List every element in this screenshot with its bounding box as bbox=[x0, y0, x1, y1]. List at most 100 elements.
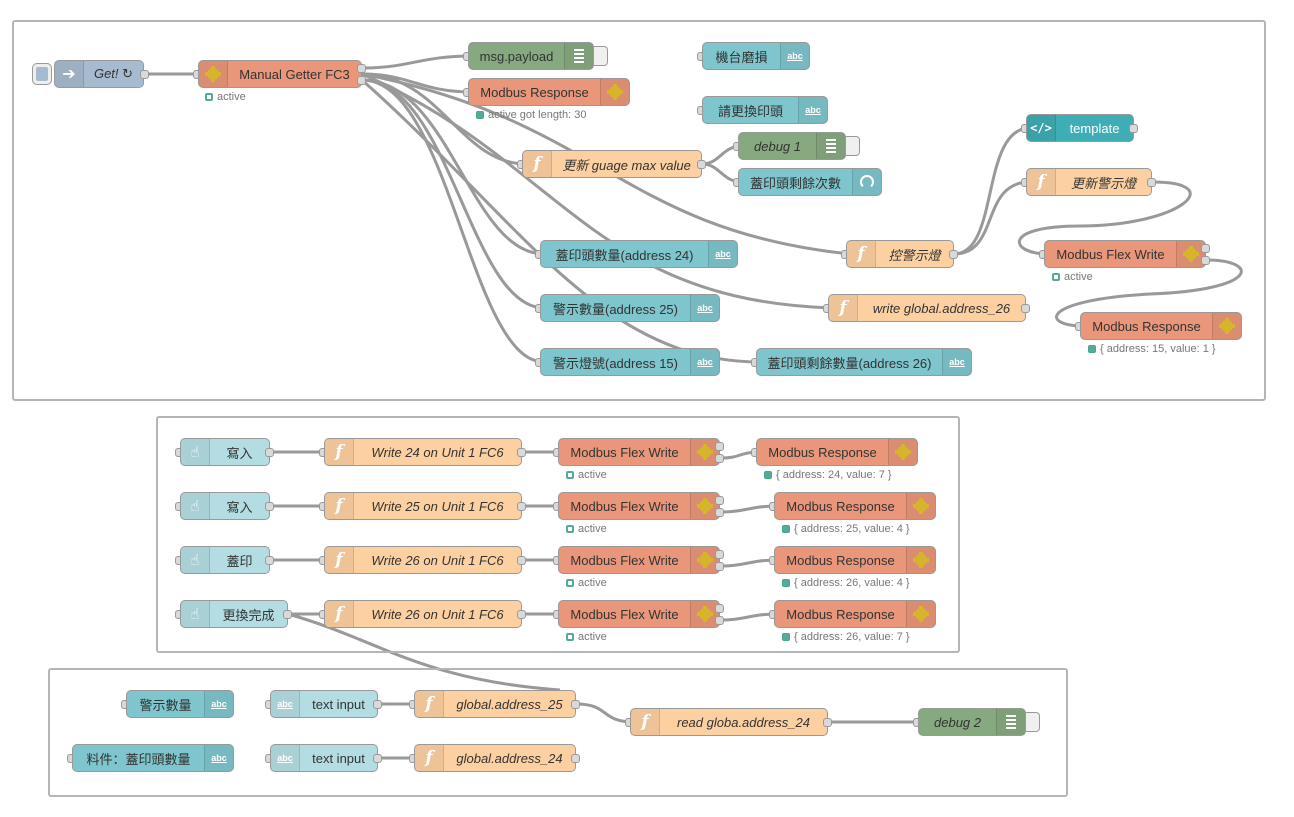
group-bottom[interactable] bbox=[48, 668, 1068, 797]
output-port[interactable] bbox=[715, 562, 724, 571]
node-label: Modbus Flex Write bbox=[570, 552, 679, 568]
output-port[interactable] bbox=[715, 496, 724, 505]
ui-button-node[interactable]: ☝ 蓋印 bbox=[180, 546, 270, 574]
ui-text-node-warn-count[interactable]: 警示數量(address 25) abc bbox=[540, 294, 720, 322]
output-port[interactable] bbox=[140, 70, 149, 79]
function-node-update-light[interactable]: f 更新警示燈 bbox=[1026, 168, 1152, 196]
output-port[interactable] bbox=[517, 610, 526, 619]
ui-text-node-head-count[interactable]: 蓋印頭數量(address 24) abc bbox=[540, 240, 738, 268]
ui-text-input-node[interactable]: abc text input bbox=[270, 744, 378, 772]
node-label: debug 1 bbox=[754, 138, 801, 154]
output-port[interactable] bbox=[571, 754, 580, 763]
function-node-write-global-26[interactable]: f write global.address_26 bbox=[828, 294, 1026, 322]
template-node[interactable]: </> template bbox=[1026, 114, 1134, 142]
modbus-response-node[interactable]: Modbus Response bbox=[1080, 312, 1242, 340]
modbus-flex-write-node[interactable]: Modbus Flex Write bbox=[558, 600, 720, 628]
output-port[interactable] bbox=[373, 700, 382, 709]
output-port[interactable] bbox=[715, 604, 724, 613]
output-port[interactable] bbox=[823, 718, 832, 727]
node-label: global.address_24 bbox=[456, 750, 563, 766]
modbus-flex-write-node[interactable]: Modbus Flex Write bbox=[558, 546, 720, 574]
node-label: Manual Getter FC3 bbox=[239, 66, 350, 82]
function-node-write[interactable]: f Write 26 on Unit 1 FC6 bbox=[324, 546, 522, 574]
ui-text-node-warn-light[interactable]: 警示燈號(address 15) abc bbox=[540, 348, 720, 376]
output-port[interactable] bbox=[697, 160, 706, 169]
node-label: template bbox=[1069, 120, 1120, 136]
group-write[interactable] bbox=[156, 416, 960, 653]
node-label: Write 26 on Unit 1 FC6 bbox=[371, 606, 504, 622]
output-port[interactable] bbox=[715, 508, 724, 517]
function-node-write[interactable]: f Write 24 on Unit 1 FC6 bbox=[324, 438, 522, 466]
modbus-gear-icon bbox=[690, 493, 719, 519]
modbus-flex-write-node[interactable]: Modbus Flex Write bbox=[1044, 240, 1206, 268]
debug-list-icon bbox=[564, 43, 593, 69]
ui-text-node-remaining-count[interactable]: 蓋印頭剩餘數量(address 26) abc bbox=[756, 348, 972, 376]
function-node-write[interactable]: f Write 25 on Unit 1 FC6 bbox=[324, 492, 522, 520]
output-port[interactable] bbox=[1129, 124, 1138, 133]
output-port[interactable] bbox=[1201, 256, 1210, 265]
function-icon: f bbox=[415, 745, 444, 771]
ui-text-node-replace-head[interactable]: 請更換印頭 abc bbox=[702, 96, 828, 124]
debug-toggle-button[interactable] bbox=[846, 136, 860, 156]
modbus-response-node[interactable]: Modbus Response bbox=[774, 492, 936, 520]
output-port[interactable] bbox=[715, 442, 724, 451]
modbus-flex-write-node[interactable]: Modbus Flex Write bbox=[558, 492, 720, 520]
ui-text-node-machine-wear[interactable]: 機台磨損 abc bbox=[702, 42, 810, 70]
output-port[interactable] bbox=[571, 700, 580, 709]
node-status: active bbox=[566, 469, 607, 481]
ui-gauge-node-remaining[interactable]: 蓋印頭剩餘次數 bbox=[738, 168, 882, 196]
modbus-response-node[interactable]: Modbus Response bbox=[774, 600, 936, 628]
inject-trigger-button[interactable] bbox=[32, 63, 52, 85]
modbus-response-node[interactable]: Modbus Response bbox=[774, 546, 936, 574]
function-icon: f bbox=[847, 241, 876, 267]
output-port[interactable] bbox=[517, 556, 526, 565]
output-port[interactable] bbox=[357, 64, 366, 73]
node-label: 警示數量 bbox=[139, 697, 192, 713]
output-port[interactable] bbox=[949, 250, 958, 259]
status-dot-icon bbox=[1088, 345, 1096, 353]
function-node-update-gauge[interactable]: f 更新 guage max value bbox=[522, 150, 702, 178]
ui-button-node[interactable]: ☝ 更換完成 bbox=[180, 600, 288, 628]
ui-text-input-node[interactable]: abc text input bbox=[270, 690, 378, 718]
debug-toggle-button[interactable] bbox=[1026, 712, 1040, 732]
ui-button-node[interactable]: ☝ 寫入 bbox=[180, 438, 270, 466]
output-port[interactable] bbox=[1201, 244, 1210, 253]
modbus-flex-write-node[interactable]: Modbus Flex Write bbox=[558, 438, 720, 466]
group-top[interactable] bbox=[12, 20, 1266, 401]
modbus-getter-node[interactable]: Manual Getter FC3 bbox=[198, 60, 362, 88]
ui-text-node-warn-count-bottom[interactable]: 警示數量 abc bbox=[126, 690, 234, 718]
node-label: Modbus Response bbox=[1092, 318, 1201, 334]
node-label: 蓋印 bbox=[226, 553, 253, 569]
function-node-global-25[interactable]: f global.address_25 bbox=[414, 690, 576, 718]
output-port[interactable] bbox=[1021, 304, 1030, 313]
output-port[interactable] bbox=[357, 76, 366, 85]
output-port[interactable] bbox=[517, 448, 526, 457]
ui-text-node-material-count[interactable]: 料件：蓋印頭數量 abc bbox=[72, 744, 234, 772]
output-port[interactable] bbox=[715, 454, 724, 463]
debug-node-msg-payload[interactable]: msg.payload bbox=[468, 42, 594, 70]
output-port[interactable] bbox=[265, 448, 274, 457]
function-node-read-global-24[interactable]: f read globa.address_24 bbox=[630, 708, 828, 736]
debug-node-2[interactable]: debug 2 bbox=[918, 708, 1026, 736]
abc-text-icon: abc bbox=[271, 745, 300, 771]
inject-node-get[interactable]: ➔ Get! ↻ bbox=[54, 60, 144, 88]
function-node-write[interactable]: f Write 26 on Unit 1 FC6 bbox=[324, 600, 522, 628]
modbus-response-node[interactable]: Modbus Response bbox=[756, 438, 918, 466]
output-port[interactable] bbox=[715, 550, 724, 559]
node-status: { address: 26, value: 4 } bbox=[782, 577, 910, 589]
function-node-global-24[interactable]: f global.address_24 bbox=[414, 744, 576, 772]
output-port[interactable] bbox=[373, 754, 382, 763]
output-port[interactable] bbox=[715, 616, 724, 625]
function-node-control-light[interactable]: f 控警示燈 bbox=[846, 240, 954, 268]
node-status: { address: 25, value: 4 } bbox=[782, 523, 910, 535]
node-status: active got length: 30 bbox=[476, 109, 586, 121]
modbus-response-node[interactable]: Modbus Response bbox=[468, 78, 630, 106]
output-port[interactable] bbox=[517, 502, 526, 511]
output-port[interactable] bbox=[265, 502, 274, 511]
debug-toggle-button[interactable] bbox=[594, 46, 608, 66]
debug-node-1[interactable]: debug 1 bbox=[738, 132, 846, 160]
output-port[interactable] bbox=[283, 610, 292, 619]
ui-button-node[interactable]: ☝ 寫入 bbox=[180, 492, 270, 520]
output-port[interactable] bbox=[1147, 178, 1156, 187]
output-port[interactable] bbox=[265, 556, 274, 565]
